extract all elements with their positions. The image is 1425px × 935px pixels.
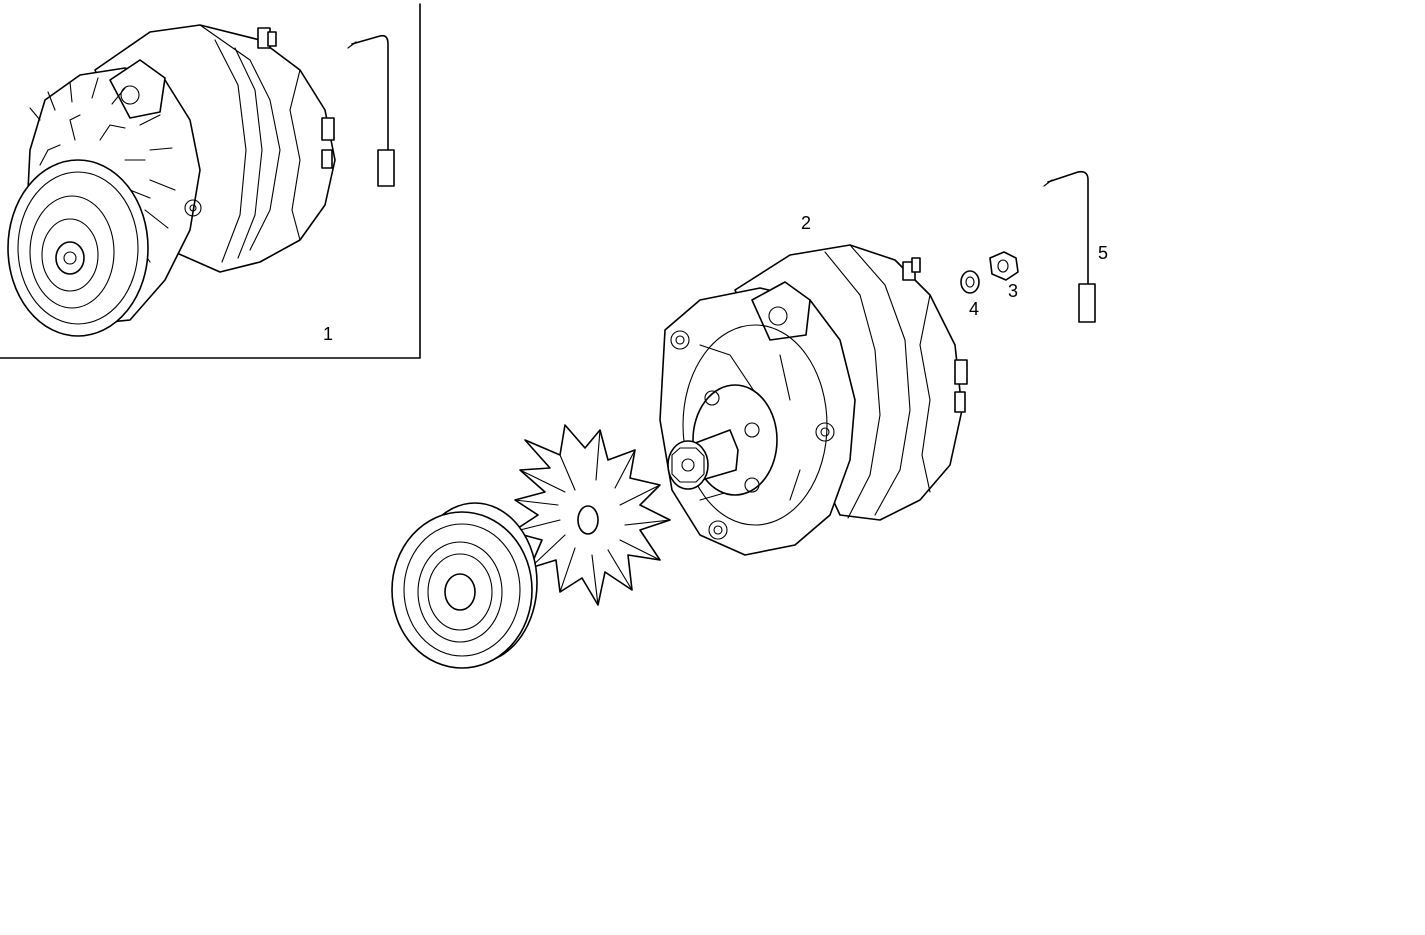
- lead-wire: [1043, 170, 1096, 323]
- drive-pulley: [391, 502, 538, 669]
- callout-2: 2: [801, 213, 811, 233]
- washer: [960, 270, 980, 294]
- callout-1: 1: [323, 324, 333, 344]
- inset-frame: [0, 3, 421, 359]
- callout-5: 5: [1098, 243, 1108, 263]
- alternator-body: [659, 244, 968, 556]
- inset-lead-wire: [347, 34, 395, 187]
- nut: [989, 251, 1019, 281]
- cooling-fan: [511, 424, 671, 606]
- assembled-alternator: [7, 24, 336, 337]
- callout-3: 3: [1008, 281, 1018, 301]
- callout-4: 4: [969, 299, 979, 319]
